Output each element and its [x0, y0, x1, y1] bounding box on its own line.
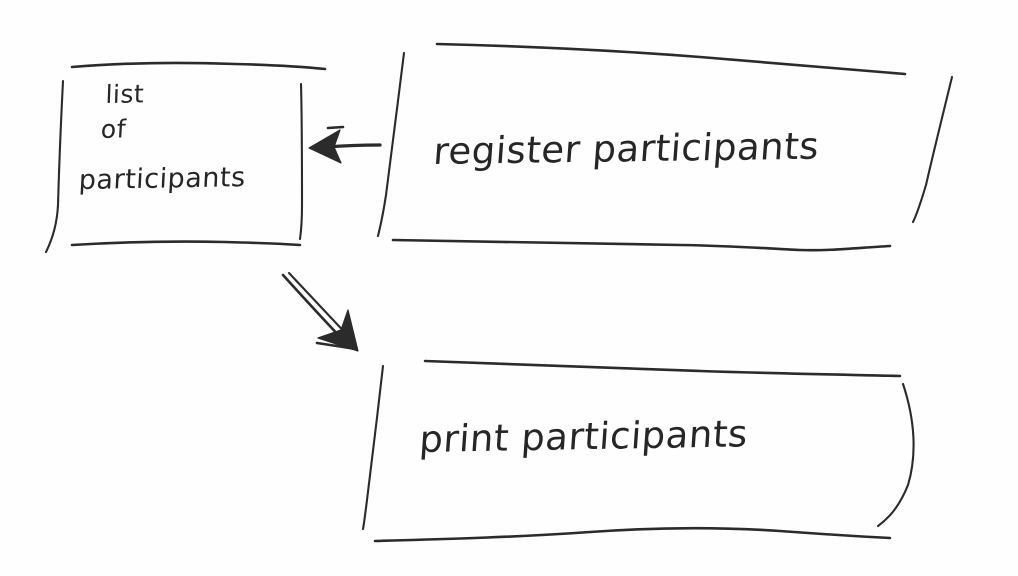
arrow-list-to-print-head	[317, 309, 359, 352]
node-label-list-line2: of	[100, 114, 127, 144]
box-register-top-edge	[435, 42, 907, 76]
node-register-participants[interactable]	[376, 42, 954, 252]
node-label-list-line3: participants	[78, 162, 247, 196]
arrow-register-to-list-head	[308, 129, 342, 164]
arrow-register-to-list-barb	[326, 125, 345, 130]
box-list-left-edge	[44, 79, 65, 254]
arrow-list-to-print[interactable]	[281, 271, 359, 352]
node-print-participants[interactable]	[361, 359, 915, 543]
box-print-top-edge	[423, 359, 902, 378]
box-register-left-edge	[376, 51, 406, 238]
box-print-bottom-edge	[373, 526, 892, 543]
box-register-bottom-edge	[391, 238, 892, 252]
box-list-right-edge	[298, 82, 304, 241]
node-list-of-participants[interactable]	[44, 61, 327, 254]
box-list-top-edge	[70, 61, 327, 71]
node-label-list-line1: list	[105, 79, 145, 109]
arrow-list-to-print-shaft-a	[281, 273, 346, 343]
node-label-register-participants: register participants	[432, 124, 821, 173]
box-print-right-edge	[876, 382, 915, 528]
box-list-bottom-edge	[70, 240, 302, 247]
box-print-left-edge	[361, 364, 385, 531]
arrow-list-to-print-barb	[315, 341, 357, 351]
box-register-right-edge	[911, 75, 954, 224]
arrow-register-to-list[interactable]	[308, 125, 382, 164]
node-label-print-participants: print participants	[418, 412, 750, 461]
